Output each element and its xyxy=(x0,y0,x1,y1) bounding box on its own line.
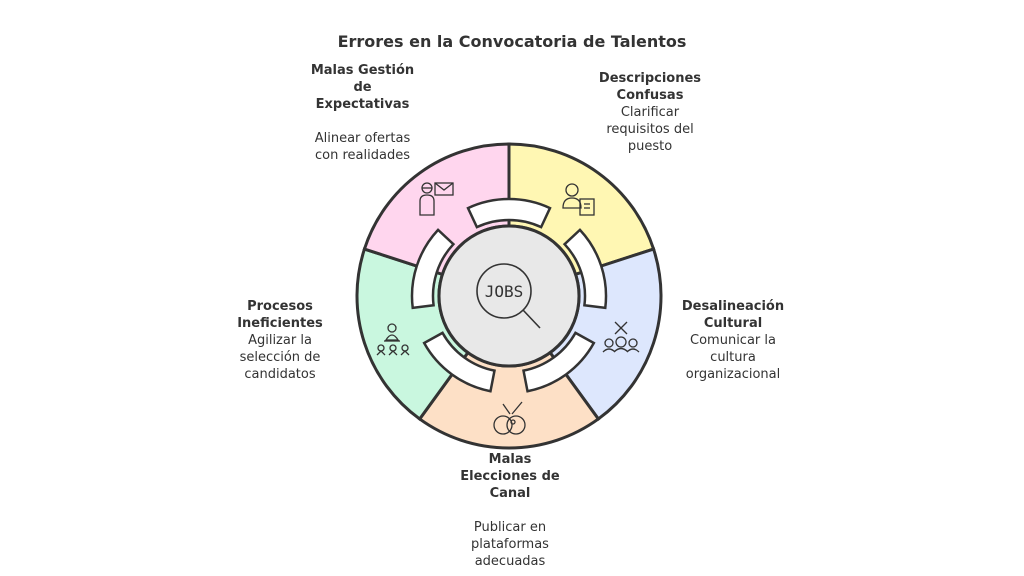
connector-arc xyxy=(522,331,596,393)
person-message-icon xyxy=(419,182,454,216)
wrong-channel-icon xyxy=(493,401,526,435)
segment-description: Publicar en plataformas adecuadas xyxy=(471,520,549,569)
segment-2-label: Desalineación Cultural Comunicar la cult… xyxy=(663,298,803,383)
segment-4-label: Procesos Ineficientes Agilizar la selecc… xyxy=(215,298,345,383)
segment-description: Alinear ofertas con realidades xyxy=(314,131,411,163)
center-circle xyxy=(437,224,581,368)
team-mismatch-icon xyxy=(602,321,640,353)
segment-title: Desalineación Cultural xyxy=(681,299,785,331)
segment-description: Agilizar la selección de candidatos xyxy=(239,333,321,382)
connector-arc xyxy=(466,197,552,229)
center-label: JOBS xyxy=(485,282,524,301)
magnifier-icon xyxy=(476,263,541,329)
connector-arc xyxy=(562,228,608,310)
diagram-title: Errores en la Convocatoria de Talentos xyxy=(337,32,687,51)
segment-title: Malas Elecciones de Canal xyxy=(460,452,560,501)
segment-title: Procesos Ineficientes xyxy=(237,299,323,331)
segment-title: Descripciones Confusas xyxy=(598,71,702,103)
segment-5-label: Malas Gestión de Expectativas Alinear of… xyxy=(290,62,435,164)
segment-description: Comunicar la cultura organizacional xyxy=(685,333,781,382)
segment-3-label: Malas Elecciones de Canal Publicar en pl… xyxy=(440,451,580,570)
segment-title: Malas Gestión de Expectativas xyxy=(310,63,415,112)
interview-panel-icon xyxy=(376,323,410,356)
connector-arc xyxy=(410,228,456,310)
candidate-document-icon xyxy=(562,183,595,216)
connector-arc xyxy=(422,331,496,393)
segment-description: Clarificar requisitos del puesto xyxy=(606,105,694,154)
segment-1-label: Descripciones Confusas Clarificar requis… xyxy=(540,70,760,155)
